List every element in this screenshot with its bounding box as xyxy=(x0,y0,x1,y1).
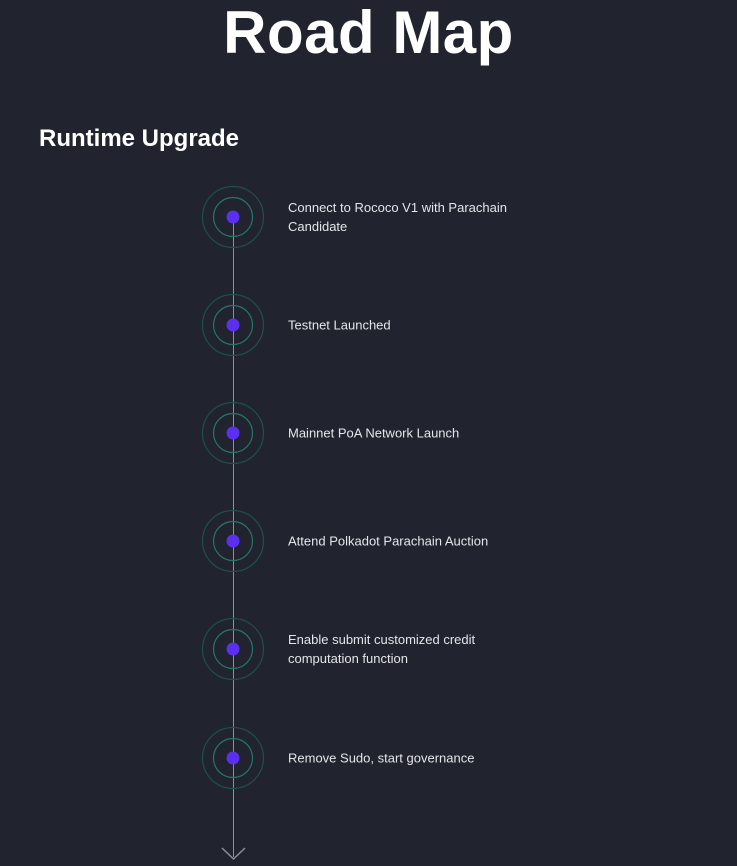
radar-node-icon xyxy=(201,185,265,249)
milestone-label: Remove Sudo, start governance xyxy=(288,750,475,766)
radar-node-icon xyxy=(201,509,265,573)
radar-node-icon xyxy=(201,401,265,465)
radar-node-icon xyxy=(201,617,265,681)
section-title: Runtime Upgrade xyxy=(39,125,240,152)
radar-node-icon xyxy=(201,726,265,790)
milestone-label: Mainnet PoA Network Launch xyxy=(288,425,460,441)
milestone-label: Connect to Rococo V1 with Parachain Cand… xyxy=(288,200,507,234)
milestone-label: Testnet Launched xyxy=(288,317,391,333)
chevron-down-icon xyxy=(221,841,246,861)
radar-node-icon xyxy=(201,293,265,357)
milestone-label: Attend Polkadot Parachain Auction xyxy=(288,533,489,549)
milestone-label: Enable submit customized credit computat… xyxy=(288,632,476,666)
page-title: Road Map xyxy=(223,0,514,66)
